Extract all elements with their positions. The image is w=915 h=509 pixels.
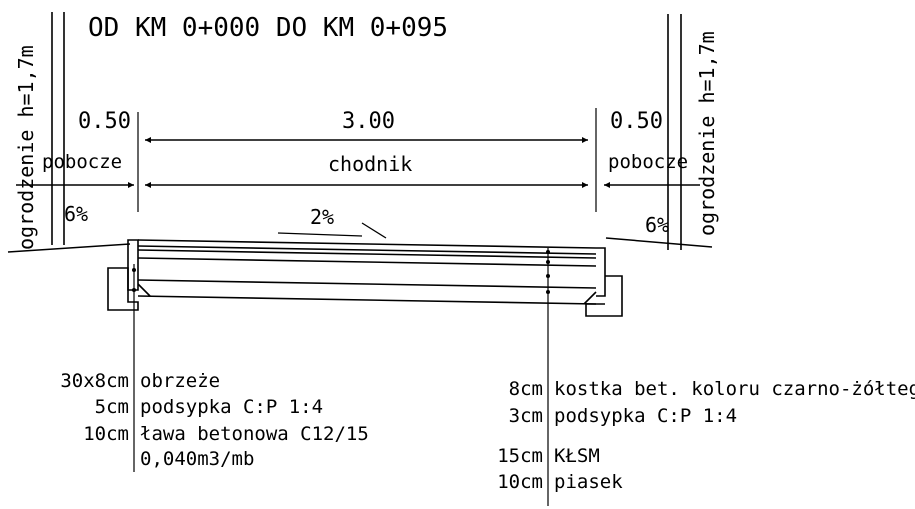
legend-left-desc-3: ława betonowa C12/15 [140,423,369,445]
label-shoulder-left: pobocze [42,151,122,173]
extension-lines [137,108,597,212]
dim-shoulder-right: 0.50 [610,109,663,134]
legend-right: 8cm kostka bet. koloru czarno-żółtego 3c… [497,378,915,493]
dim-shoulder-left: 0.50 [78,109,131,134]
legend-right-thickness-4: 10cm [497,471,543,493]
legend-right-desc-3: KŁSM [554,445,600,467]
slope-arrow-head [361,222,387,239]
legend-right-desc-1: kostka bet. koloru czarno-żółtego [554,378,915,400]
legend-left: 30x8cm obrzeże 5cm podsypka C:P 1:4 10cm… [60,370,368,470]
slope-left: 6% [64,202,88,226]
legend-right-desc-4: piasek [554,471,623,493]
left-fence [51,12,65,245]
legend-left-desc-2: podsypka C:P 1:4 [140,396,323,418]
ground-lines [7,237,713,253]
leader-dots [132,250,550,294]
legend-left-thickness-2: 5cm [95,396,129,418]
legend-left-thickness-3: 10cm [83,423,129,445]
legend-right-desc-2: podsypka C:P 1:4 [554,405,737,427]
drawing-title: OD KM 0+000 DO KM 0+095 [88,13,448,43]
slope-arrow-shaft [277,232,363,237]
label-walkway: chodnik [328,152,412,176]
slope-walkway: 2% [310,205,334,229]
legend-left-desc-4: 0,040m3/mb [140,448,254,470]
fence-label-left: ogrodzenie h=1,7m [14,45,38,250]
dimension-lines [16,137,700,188]
legend-right-thickness-3: 15cm [497,445,543,467]
right-fence [667,14,682,250]
legend-left-thickness-1: 30x8cm [60,370,129,392]
slope-right: 6% [645,213,669,237]
pavement-structure [107,239,623,317]
legend-right-thickness-2: 3cm [509,405,543,427]
legend-right-thickness-1: 8cm [509,378,543,400]
legend-left-desc-1: obrzeże [140,370,220,392]
fence-label-right: ogrodzenie h=1,7m [695,31,719,236]
dim-walkway: 3.00 [342,109,395,134]
label-shoulder-right: pobocze [608,151,688,173]
